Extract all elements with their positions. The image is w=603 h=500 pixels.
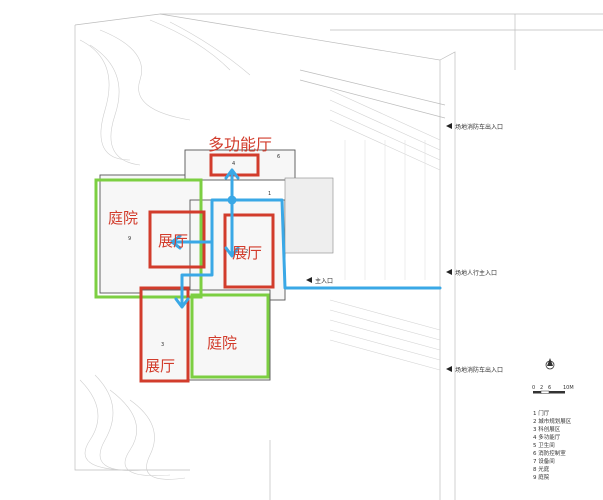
- label-exhibition-c: 展厅: [145, 357, 175, 375]
- circulation-path: [170, 168, 442, 309]
- building-outline: [99, 149, 296, 381]
- courtyard-right-box: [190, 293, 270, 379]
- path-node: [227, 195, 237, 205]
- entrance-main: 主入口: [306, 277, 333, 285]
- entrance-fire-top: 场地消防车出入口: [446, 123, 503, 131]
- scale-tick-6: 6: [548, 385, 551, 391]
- label-exhibition-b: 展厅: [232, 244, 262, 262]
- scale-tick-2: 2: [540, 385, 543, 391]
- entrance-fire-bottom-label: 场地消防车出入口: [455, 366, 503, 374]
- label-exhibition-a: 展厅: [158, 232, 188, 250]
- room-number-1: 1: [268, 191, 271, 197]
- exhibition-b-box: [223, 213, 275, 289]
- legend-item: 5 卫生间: [533, 441, 555, 449]
- courtyard-left-box: [94, 178, 203, 299]
- scale-tick-10m: 10M: [563, 385, 574, 391]
- site-background-lines: [74, 13, 603, 500]
- entrance-fire-bottom: 场地消防车出入口: [446, 366, 503, 374]
- entrance-pedestrian-label: 场地人行主入口: [455, 269, 497, 277]
- legend-item: 4 多功能厅: [533, 433, 561, 441]
- legend-item: 6 消防控制室: [533, 449, 566, 457]
- room-number-3: 3: [161, 342, 164, 348]
- legend-item: 2 城市规划展区: [533, 417, 572, 425]
- scale-bar: 0 2 6 10M: [532, 385, 574, 394]
- legend-item: 9 庭院: [533, 473, 550, 481]
- entrance-pedestrian: 场地人行主入口: [446, 269, 497, 277]
- legend-item: 1 门厅: [533, 409, 550, 417]
- entrance-main-label: 主入口: [315, 277, 333, 285]
- label-courtyard-right: 庭院: [207, 334, 237, 352]
- north-arrow-icon: [545, 358, 555, 370]
- landscape-contours: [79, 19, 251, 480]
- label-courtyard-left: 庭院: [108, 209, 138, 227]
- legend-item: 3 科创展区: [533, 425, 561, 433]
- room-number-6: 6: [277, 154, 280, 160]
- scale-tick-0: 0: [532, 385, 535, 391]
- exhibition-c-box: [139, 286, 190, 383]
- legend-item: 7 设备间: [533, 457, 555, 465]
- legend-item: 8 光庭: [533, 465, 550, 473]
- room-number-2: 2: [245, 249, 248, 255]
- legend: 1 门厅 2 城市规划展区 3 科创展区 4 多功能厅 5 卫生间 6 消防控制…: [533, 409, 572, 481]
- room-number-9: 9: [128, 236, 131, 242]
- label-multipurpose-hall: 多功能厅: [208, 135, 272, 154]
- room-number-4: 4: [232, 161, 235, 167]
- plaza-hatching: [329, 89, 441, 371]
- exhibition-a-box: [148, 210, 206, 269]
- light-court: [284, 177, 334, 254]
- plaza-grid: [344, 140, 426, 280]
- entrance-fire-top-label: 场地消防车出入口: [455, 123, 503, 131]
